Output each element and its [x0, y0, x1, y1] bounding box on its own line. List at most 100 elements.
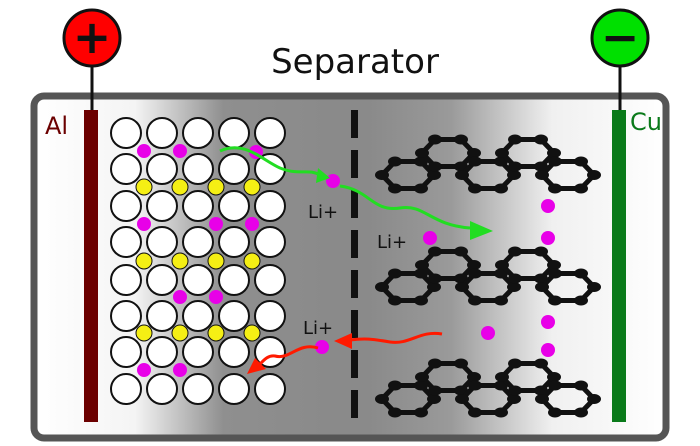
carbon-atom: [547, 148, 561, 158]
oxygen-atom: [146, 264, 178, 296]
carbon-atom: [574, 156, 588, 167]
charge-arrow-top: [219, 146, 321, 177]
carbon-atom: [375, 282, 389, 292]
oxygen-atom: [218, 264, 250, 296]
carbon-atom: [388, 156, 402, 167]
separator-dash: [351, 310, 358, 338]
carbon-atom: [388, 295, 402, 306]
carbon-atom: [508, 246, 522, 257]
oxygen-atom: [218, 373, 250, 405]
carbon-atom: [548, 380, 562, 391]
carbon-atom: [414, 183, 428, 194]
carbon-atom: [587, 170, 601, 180]
carbon-atom: [574, 183, 588, 194]
oxygen-atom: [254, 226, 286, 258]
oxygen-atom: [254, 117, 286, 149]
cathode-lattice: [110, 117, 286, 405]
lithium-atom: [245, 217, 259, 231]
oxygen-atom: [182, 190, 214, 222]
carbon-atom: [548, 268, 562, 279]
oxygen-atom: [254, 264, 286, 296]
carbon-atom: [428, 161, 442, 172]
carbon-atom: [455, 170, 469, 180]
oxygen-atom: [218, 336, 250, 368]
carbon-atom: [415, 148, 429, 158]
lithium-atom: [209, 290, 223, 304]
carbon-atom: [495, 260, 509, 270]
graphite-anode: [375, 134, 601, 418]
lithium-ion: [423, 231, 437, 245]
metal-atom: [135, 324, 153, 342]
carbon-atom: [388, 380, 402, 391]
carbon-atom: [468, 407, 482, 418]
carbon-atom: [507, 170, 521, 180]
negative-terminal-circle: [590, 8, 650, 68]
discharge-arrowhead-right: [334, 333, 352, 349]
lithium-atom: [173, 290, 187, 304]
lithium-ion: [326, 174, 340, 188]
metal-atom: [171, 252, 189, 270]
carbon-atom: [548, 295, 562, 306]
lithium-ions: [249, 145, 555, 357]
discharge-arrowhead-left: [247, 358, 266, 374]
carbon-atom: [547, 372, 561, 382]
metal-atom: [171, 178, 189, 196]
carbon-atom: [415, 260, 429, 270]
charge-arrowhead-middle: [470, 221, 493, 240]
metal-atom: [243, 324, 261, 342]
minus-sign-icon: −: [601, 10, 640, 64]
carbon-atom: [467, 148, 481, 158]
carbon-atom: [587, 394, 601, 404]
carbon-atom: [574, 268, 588, 279]
metal-atom: [207, 324, 225, 342]
carbon-atom: [468, 156, 482, 167]
carbon-atom: [574, 380, 588, 391]
oxygen-atom: [110, 190, 142, 222]
separator-dash: [351, 150, 358, 178]
carbon-atom: [375, 170, 389, 180]
carbon-atom: [428, 273, 442, 284]
carbon-atom: [534, 358, 548, 369]
oxygen-atom: [110, 153, 142, 185]
carbon-atom: [574, 295, 588, 306]
carbon-atom: [388, 183, 402, 194]
carbon-atom: [388, 268, 402, 279]
carbon-atom: [548, 407, 562, 418]
lithium-atom: [209, 217, 223, 231]
lithium-ion: [481, 326, 495, 340]
carbon-atom: [468, 183, 482, 194]
lithium-atom: [173, 363, 187, 377]
anode-label: Cu: [630, 108, 662, 136]
oxygen-atom: [146, 190, 178, 222]
carbon-atom: [414, 407, 428, 418]
oxygen-atom: [218, 190, 250, 222]
lithium-atom: [173, 144, 187, 158]
discharge-arrow-left: [258, 345, 319, 366]
oxygen-atom: [146, 373, 178, 405]
oxygen-atom: [110, 226, 142, 258]
carbon-atom: [494, 295, 508, 306]
carbon-atom: [494, 183, 508, 194]
carbon-atom: [427, 170, 441, 180]
cathode-collector-al: [84, 110, 98, 422]
oxygen-atom: [182, 336, 214, 368]
carbon-atom: [467, 260, 481, 270]
oxygen-atom: [110, 336, 142, 368]
carbon-atom: [427, 282, 441, 292]
metal-atom: [135, 252, 153, 270]
carbon-atom: [495, 372, 509, 382]
lithium-ion: [541, 315, 555, 329]
anode-collector-cu: [612, 110, 626, 422]
separator-title: Separator: [271, 42, 439, 82]
metal-atom: [243, 178, 261, 196]
metal-atom: [207, 252, 225, 270]
carbon-atom: [507, 282, 521, 292]
carbon-atom: [388, 407, 402, 418]
oxygen-atom: [182, 264, 214, 296]
separator-membrane: [351, 110, 358, 418]
carbon-atom: [535, 282, 549, 292]
cathode-label: Al: [45, 112, 68, 140]
lithium-ion: [541, 231, 555, 245]
carbon-atom: [428, 358, 442, 369]
carbon-atom: [508, 358, 522, 369]
